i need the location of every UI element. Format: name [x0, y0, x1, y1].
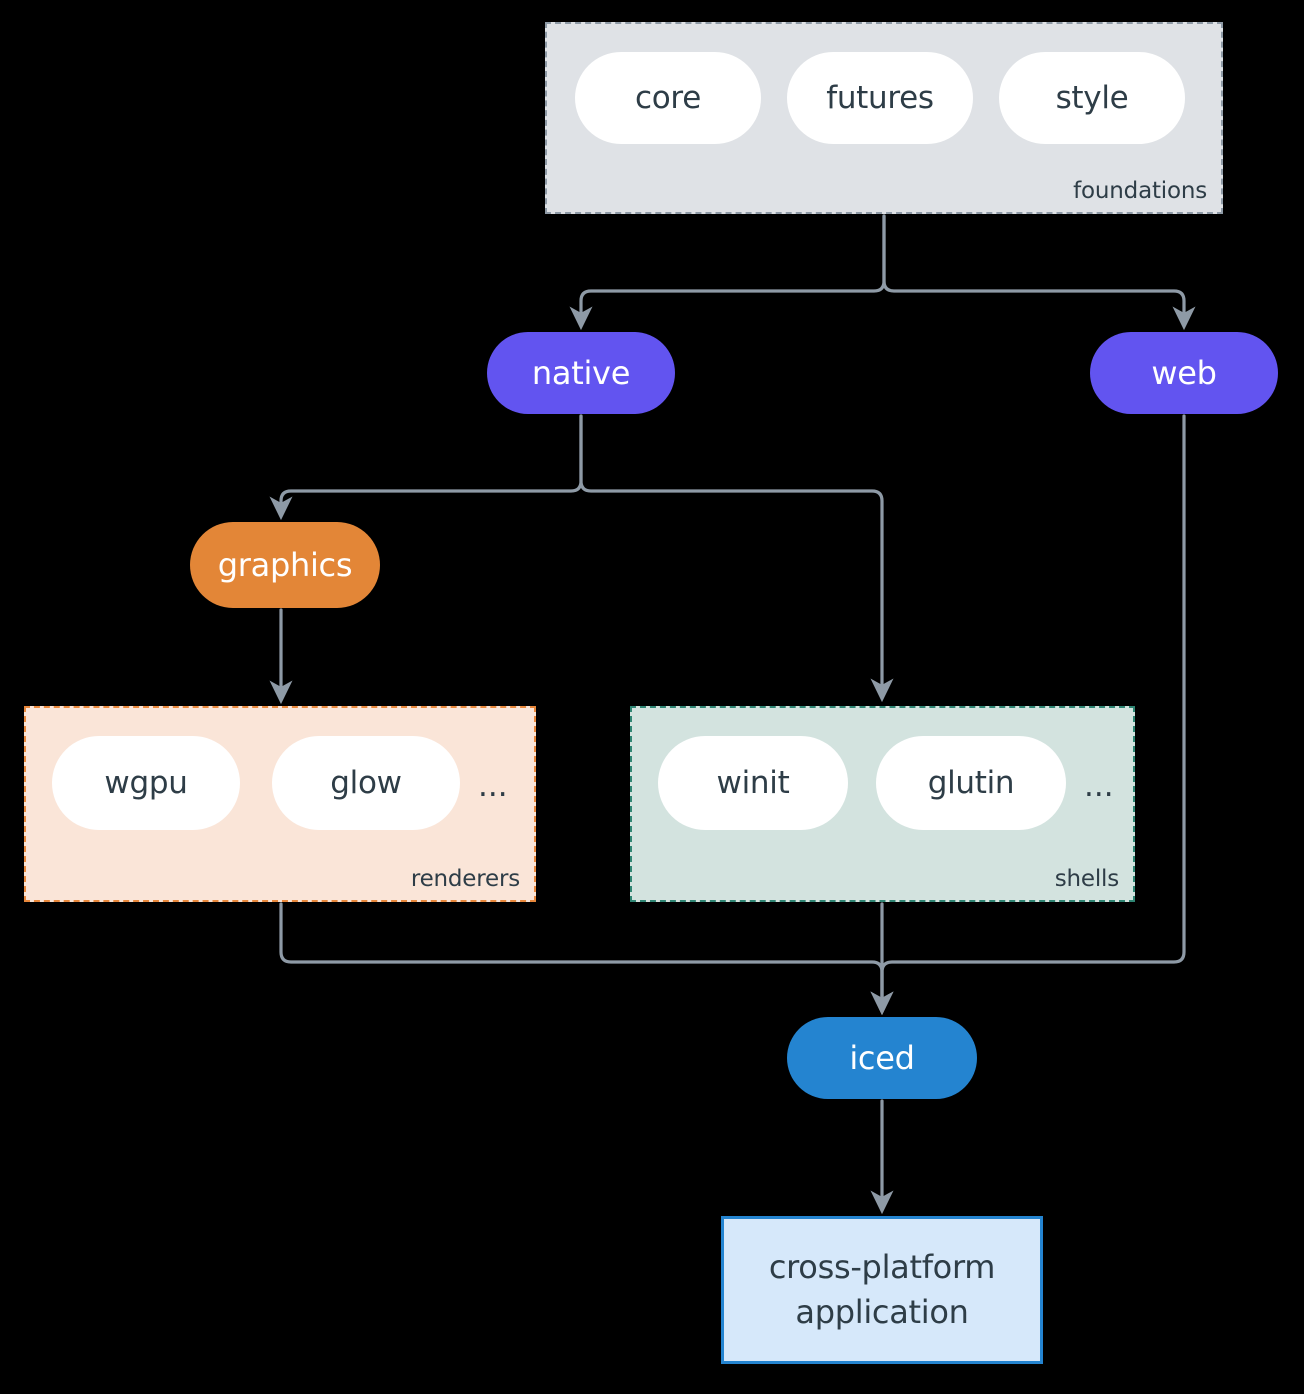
edge-foundations-web [882, 214, 1196, 331]
leaf-glow-label: glow [330, 765, 402, 801]
leaf-glutin-label: glutin [927, 765, 1015, 801]
edge-foundations-native [569, 214, 886, 331]
leaf-wgpu[interactable]: wgpu [52, 736, 240, 830]
leaf-style[interactable]: style [999, 52, 1185, 144]
application-line-1: cross-platform [768, 1247, 996, 1286]
leaf-style-label: style [1055, 80, 1129, 116]
leaf-futures[interactable]: futures [787, 52, 973, 144]
leaf-core[interactable]: core [575, 52, 761, 144]
group-renderers-label: renderers [410, 866, 520, 892]
node-native[interactable]: native [487, 332, 675, 414]
leaf-winit-label: winit [716, 765, 790, 801]
group-shells-label: shells [1054, 866, 1119, 892]
node-iced-label: iced [849, 1039, 915, 1077]
leaf-wgpu-label: wgpu [104, 765, 188, 801]
node-iced[interactable]: iced [787, 1017, 977, 1099]
node-web[interactable]: web [1090, 332, 1278, 414]
node-cross-platform-application[interactable]: cross-platform application [721, 1216, 1043, 1364]
node-graphics-label: graphics [217, 546, 353, 584]
node-native-label: native [531, 354, 631, 392]
leaf-glutin[interactable]: glutin [876, 736, 1066, 830]
leaf-glow[interactable]: glow [272, 736, 460, 830]
group-shells: winit glutin ... shells [630, 706, 1135, 902]
leaf-winit[interactable]: winit [658, 736, 848, 830]
group-renderers: wgpu glow ... renderers [24, 706, 536, 902]
renderers-more-ellipsis: ... [478, 768, 508, 804]
group-foundations-label: foundations [1073, 178, 1207, 204]
group-foundations: core futures style foundations [545, 22, 1223, 214]
shells-more-ellipsis: ... [1084, 768, 1114, 804]
leaf-futures-label: futures [826, 80, 934, 116]
node-web-label: web [1151, 354, 1217, 392]
application-line-2: application [795, 1293, 969, 1331]
edge-renderers-iced [279, 902, 894, 1016]
edge-native-shells [579, 414, 894, 703]
node-graphics[interactable]: graphics [190, 522, 380, 608]
edge-native-graphics [269, 414, 583, 521]
leaf-core-label: core [635, 80, 701, 116]
